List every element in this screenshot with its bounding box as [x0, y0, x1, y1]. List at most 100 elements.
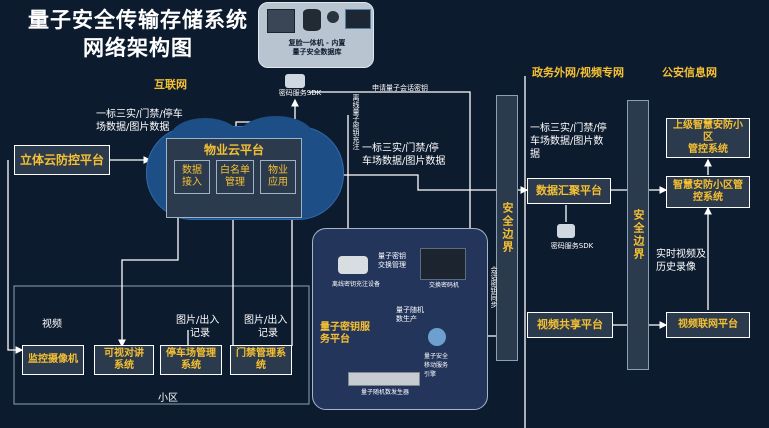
- switch-machine-icon: [420, 248, 466, 280]
- parking-label-2: 系统: [181, 360, 201, 371]
- database-icon: [303, 9, 321, 31]
- offline-key-caption: 离线量子密钥充注: [352, 94, 360, 150]
- intercom-label-1: 可视对讲: [104, 348, 144, 359]
- smart-line1: 智慧安防小区管: [673, 180, 743, 191]
- key-exchange-line2: 交换管理: [378, 261, 406, 269]
- sdk-icon-gov: [557, 224, 575, 238]
- quantum-panel-title: 量子密钥服 务平台: [320, 322, 380, 346]
- img-record-1-line1: 图片/出入: [176, 315, 220, 326]
- img-record-caption-1: 图片/出入 记录: [176, 314, 236, 340]
- cloud-cell-3-line2: 应用: [268, 177, 288, 188]
- smart-line2: 控系统: [693, 192, 723, 203]
- sdk-label-gov: 密码服务SDK: [550, 242, 594, 250]
- cloud-cell-1-line1: 数据: [182, 165, 202, 176]
- camera-label: 监控摄像机: [28, 354, 78, 365]
- generator-label: 量子随机数发生器: [360, 389, 409, 396]
- cloud-title: 物业云平台: [203, 143, 264, 157]
- quantum-panel-title-1: 量子密钥服: [320, 322, 370, 333]
- video-caption: 视频: [42, 319, 62, 330]
- video-platform-box[interactable]: 视频共享平台: [527, 312, 613, 338]
- engine-label: 量子安全 移动服务 引擎: [424, 352, 474, 379]
- realtime-line2: 历史录像: [656, 262, 696, 273]
- access-label-2: 统: [256, 360, 266, 371]
- zone-police: 公安信息网: [662, 66, 717, 79]
- realtime-caption: 实时视频及 历史录像: [656, 248, 736, 274]
- generator-icon: [348, 372, 420, 386]
- engine-icon: [428, 328, 446, 346]
- tablet-icon: [345, 9, 371, 29]
- random-line1: 量子随机: [396, 306, 424, 314]
- img-record-2-line2: 记录: [258, 328, 278, 339]
- img-record-caption-2: 图片/出入 记录: [244, 314, 304, 340]
- diagram-title: 量子安全传输存储系统 网络架构图: [18, 6, 258, 62]
- upper-line3: 管控系统: [688, 144, 728, 155]
- video-net-box[interactable]: 视频联网平台: [666, 312, 750, 338]
- sdk-icon-top: [285, 74, 305, 88]
- data-platform-label: 数据汇聚平台: [536, 184, 602, 197]
- cloud-cell-3-line1: 物业: [268, 165, 288, 176]
- top-device-label: 复脸一体机 - 内置 量子安全数据库: [259, 39, 375, 57]
- left-platform-box[interactable]: 立体云防控平台: [14, 145, 110, 175]
- img-record-2-line1: 图片/出入: [244, 315, 288, 326]
- zone-internet: 互联网: [154, 78, 187, 91]
- left-data-caption-2: 场数据/图片数据: [96, 122, 170, 133]
- cloud-cell-whitelist[interactable]: 白名单管理: [216, 160, 254, 194]
- video-platform-label: 视频共享平台: [537, 318, 603, 331]
- apply-key-caption: 申请量子会话密钥: [372, 84, 428, 92]
- session-key-sync-caption: 会话密钥同步: [490, 266, 498, 308]
- random-number-label: 量子随机 数生产: [396, 306, 436, 324]
- security-border-gov: 安全边界: [496, 95, 518, 361]
- community-box-camera[interactable]: 监控摄像机: [22, 345, 84, 375]
- left-data-caption: 一标三实/门禁/停车 场数据/图片数据: [96, 108, 206, 134]
- cloud-cell-2-line2: 管理: [225, 177, 245, 188]
- engine-line3: 引擎: [424, 371, 437, 378]
- data-platform-box[interactable]: 数据汇聚平台: [527, 178, 611, 204]
- smart-community-box[interactable]: 智慧安防小区管 控系统: [666, 176, 750, 208]
- mid-data-caption: 一标三实/门禁/停 车场数据/图片数据: [362, 142, 472, 168]
- top-device-label-2: 量子安全数据库: [292, 48, 342, 56]
- cloud-cell-data-access[interactable]: 数据接入: [174, 160, 210, 194]
- key-exchange-line1: 量子密钥: [378, 252, 406, 260]
- security-border-gov-label: 安全边界: [501, 202, 514, 254]
- title-line-2: 网络架构图: [83, 36, 193, 60]
- realtime-line1: 实时视频及: [656, 249, 706, 260]
- offline-key-device-label: 离线密钥充注设备: [331, 281, 380, 288]
- sdk-label-top: 密码服务SDK: [278, 89, 322, 97]
- top-device-panel: 复脸一体机 - 内置 量子安全数据库: [258, 2, 374, 68]
- security-border-police: 安全边界: [627, 100, 649, 370]
- community-box-access[interactable]: 门禁管理系统: [230, 345, 292, 375]
- upper-line2: 区: [703, 132, 713, 143]
- right-data-caption-3: 据: [530, 149, 540, 160]
- switch-machine-label: 交换密码机: [428, 282, 459, 289]
- cloud-cell-1-line2: 接入: [182, 177, 202, 188]
- community-box-parking[interactable]: 停车场管理系统: [160, 345, 222, 375]
- intercom-label-2: 系统: [114, 360, 134, 371]
- access-label-1: 门禁管理系: [236, 348, 286, 359]
- mid-data-caption-2: 车场数据/图片数据: [362, 156, 446, 167]
- key-exchange-label: 量子密钥 交换管理: [378, 252, 418, 270]
- engine-line2: 移动服务: [424, 362, 449, 369]
- left-data-caption-1: 一标三实/门禁/停车: [96, 109, 183, 120]
- top-device-label-1: 复脸一体机 - 内置: [288, 39, 346, 47]
- right-data-caption-1: 一标三实/门禁/停: [530, 123, 607, 134]
- gear-icon: [327, 11, 339, 23]
- zone-gov: 政务外网/视频专网: [532, 66, 625, 79]
- engine-line1: 量子安全: [424, 353, 449, 360]
- community-box-intercom[interactable]: 可视对讲系统: [94, 345, 154, 375]
- parking-label-1: 停车场管理: [166, 348, 216, 359]
- video-net-label: 视频联网平台: [678, 319, 738, 330]
- face-machine-icon: [267, 9, 295, 33]
- security-border-police-label: 安全边界: [632, 209, 645, 261]
- right-data-caption-2: 车场数据/图片数: [530, 136, 604, 147]
- mid-data-caption-1: 一标三实/门禁/停: [362, 143, 439, 154]
- upper-line1: 上级智慧安防小: [673, 120, 743, 131]
- title-line-1: 量子安全传输存储系统: [28, 8, 248, 32]
- left-platform-label: 立体云防控平台: [19, 153, 104, 167]
- cloud-cell-2-line1: 白名单: [220, 165, 250, 176]
- cloud-cell-property-app[interactable]: 物业应用: [260, 160, 296, 194]
- offline-key-device-icon: [338, 256, 368, 274]
- zone-community: 小区: [158, 393, 178, 404]
- img-record-1-line2: 记录: [190, 328, 210, 339]
- upper-smart-box[interactable]: 上级智慧安防小 区 管控系统: [666, 118, 750, 158]
- quantum-panel-title-2: 务平台: [320, 334, 350, 345]
